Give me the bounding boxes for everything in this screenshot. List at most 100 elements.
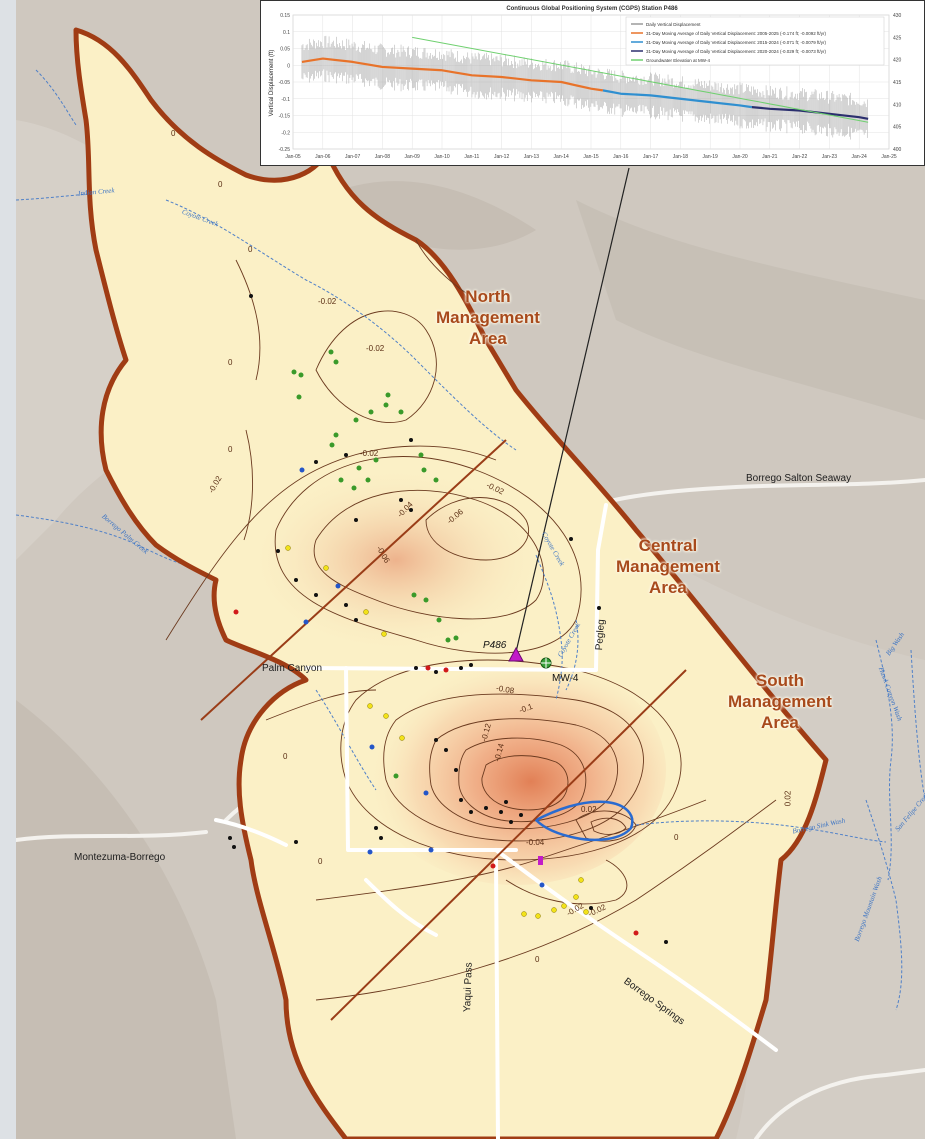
chart-x-tick-label: Jan-21 (762, 154, 778, 160)
chart-y-tick-label: -0.15 (279, 114, 291, 120)
chart-y-right-tick-label: 415 (893, 80, 902, 86)
chart-x-tick-label: Jan-14 (554, 154, 570, 160)
chart-y-right-ticks: 430 425 420 415 410 405 400 (893, 13, 902, 153)
contour-label: 0 (535, 955, 540, 964)
contour-label: -0.02 (318, 297, 337, 306)
chart-title: Continuous Global Positioning System (CG… (506, 6, 678, 12)
chart-x-tick-label: Jan-22 (792, 154, 808, 160)
chart-y-right-tick-label: 400 (893, 147, 902, 153)
chart-y-tick-label: -0.1 (281, 97, 290, 103)
monitoring-points (228, 294, 668, 944)
inner-creeks (165, 199, 887, 843)
station-p486-label: P486 (483, 640, 507, 651)
map-canvas (16, 0, 925, 1139)
contour-label: 0 (248, 245, 253, 254)
road-label-borrego-salton-seaway: Borrego Salton Seaway (746, 473, 852, 484)
chart-y-right-tick-label: 405 (893, 125, 902, 131)
chart-x-tick-label: Jan-23 (822, 154, 838, 160)
area-label-line: Area (469, 329, 507, 348)
sink-outline (533, 800, 634, 842)
area-label-line: Area (761, 713, 799, 732)
station-p486-marker[interactable] (508, 646, 524, 662)
central-management-area-label: Central Management Area (616, 535, 720, 598)
chart-x-tick-label: Jan-24 (852, 154, 868, 160)
chart-legend-box (625, 16, 885, 66)
chart-canvas: Continuous Global Positioning System (CG… (269, 6, 902, 160)
area-label-line: Management (436, 308, 540, 327)
chart-x-tick-label: Jan-18 (673, 154, 689, 160)
subsidence-zone-main (366, 655, 666, 885)
contour-label: 0.02 (581, 805, 597, 814)
well-mw4-label: MW-4 (552, 673, 579, 684)
contour-label: -0.04 (526, 838, 545, 847)
legend-label: Daily Vertical Displacement (646, 22, 701, 27)
inset-leader-line (515, 167, 630, 653)
chart-legend: Daily Vertical Displacement 31-Day Moving… (625, 16, 885, 66)
blue-dots (299, 467, 545, 888)
chart-y-tick-label: 0.15 (280, 13, 290, 19)
chart-x-tick-label: Jan-16 (613, 154, 629, 160)
contour-label: 0 (228, 445, 233, 454)
road-label-montezuma-borrego: Montezuma-Borrego (74, 852, 166, 863)
chart-x-tick-label: Jan-05 (285, 154, 301, 160)
chart-x-tick-label: Jan-07 (345, 154, 361, 160)
legend-label: 31-Day Moving Average of Daily Vertical … (646, 31, 827, 36)
area-label-line: Central (638, 536, 698, 555)
yellow-dots (285, 545, 589, 919)
chart-y-axis-label: Vertical Displacement (ft) (269, 50, 275, 117)
chart-y-tick-label: 0.1 (283, 30, 290, 36)
contour-label: 0 (283, 752, 288, 761)
chart-y-tick-label: -0.25 (279, 147, 291, 153)
chart-x-tick-label: Jan-11 (464, 154, 479, 160)
area-label-line: Area (649, 578, 687, 597)
purple-marker (538, 856, 543, 865)
chart-y-right-tick-label: 425 (893, 35, 902, 41)
chart-y-ticks: 0.15 0.1 0.05 0 -0.05 -0.1 -0.15 -0.2 -0.25 (279, 13, 291, 153)
legend-label: Groundwater Elevation at MW-4 (646, 58, 710, 63)
chart-x-tick-label: Jan-06 (315, 154, 331, 160)
inner-roads (214, 503, 778, 1139)
red-dots (233, 609, 639, 936)
legend-label: 31-Day Moving Average of Daily Vertical … (646, 40, 827, 45)
chart-y-tick-label: -0.05 (279, 80, 291, 86)
chart-series (301, 36, 869, 123)
subsidence-zone-north (246, 465, 546, 655)
management-dividers (200, 439, 687, 1021)
contour-label: 0 (228, 358, 233, 367)
chart-y-tick-label: 0 (287, 63, 290, 69)
contour-label: -0.02 (360, 449, 379, 458)
black-dots (228, 294, 668, 944)
area-label-line: South (755, 671, 805, 690)
chart-x-tick-label: Jan-08 (375, 154, 391, 160)
chart-x-tick-label: Jan-10 (434, 154, 450, 160)
chart-x-tick-label: Jan-12 (494, 154, 510, 160)
chart-y-tick-label: 0.05 (280, 47, 290, 53)
area-label-line: Management (616, 557, 720, 576)
contour-label: 0 (218, 180, 223, 189)
green-dots (291, 349, 459, 779)
road-label-yaqui-pass: Yaqui Pass (462, 962, 475, 1013)
area-label-line: Management (728, 692, 832, 711)
legend-label: 31-Day Moving Average of Daily Vertical … (646, 49, 827, 54)
inset-chart: Continuous Global Positioning System (CG… (260, 0, 925, 166)
contour-label: 0 (171, 129, 176, 138)
series-line-3 (412, 36, 869, 123)
chart-y-right-tick-label: 420 (893, 58, 902, 64)
chart-y-right-tick-label: 430 (893, 13, 902, 19)
chart-x-tick-label: Jan-20 (732, 154, 748, 160)
road-label-pegleg: Pegleg (594, 618, 608, 651)
series-line-1 (602, 89, 753, 109)
chart-x-tick-label: Jan-25 (881, 154, 897, 160)
well-mw4-marker[interactable] (540, 657, 552, 669)
contour-label: 0 (318, 857, 323, 866)
contour-label: 0.02 (783, 790, 793, 807)
chart-y-right-tick-label: 410 (893, 102, 902, 108)
chart-x-tick-label: Jan-19 (703, 154, 719, 160)
contour-label: 0 (674, 833, 679, 842)
road-label-palm-canyon: Palm Canyon (262, 663, 323, 674)
south-management-area-label: South Management Area (728, 670, 832, 733)
chart-x-tick-label: Jan-15 (583, 154, 599, 160)
chart-y-tick-label: -0.2 (281, 130, 290, 136)
series-line-0 (301, 57, 604, 92)
